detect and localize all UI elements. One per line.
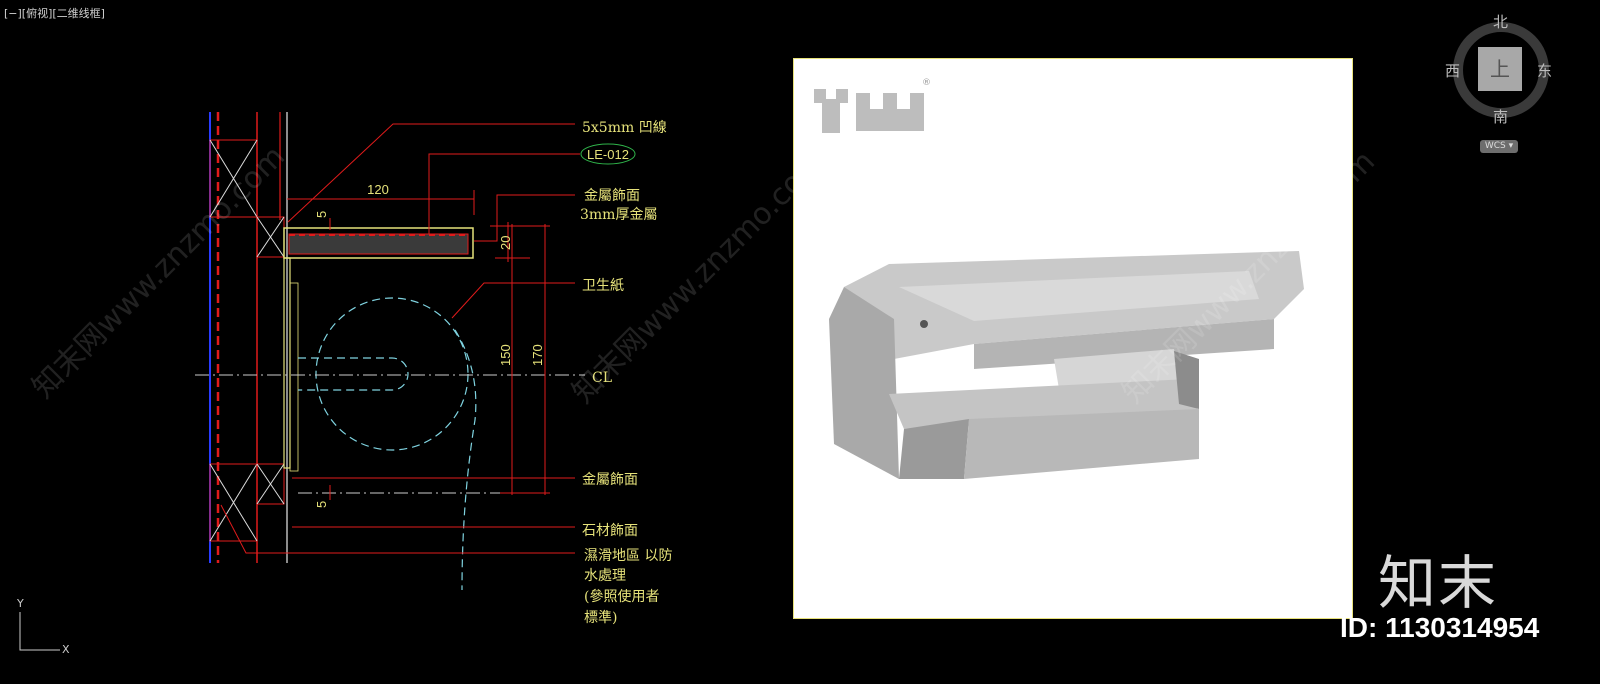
dim-height-1: 150	[498, 344, 513, 366]
svg-text:®: ®	[922, 78, 931, 88]
shelf-section	[283, 227, 474, 259]
shelf-core	[288, 233, 469, 255]
wcs-dropdown[interactable]: WCS ▾	[1480, 140, 1518, 153]
dim-groove-bottom: 5	[314, 501, 329, 508]
compass-south[interactable]: 南	[1493, 108, 1509, 126]
holder-back-plate	[829, 287, 899, 479]
label-centerline: CL	[592, 370, 612, 386]
viewport-controls-label[interactable]: [−][俯视][二维线框]	[4, 7, 105, 20]
compass-ring[interactable]	[1453, 22, 1549, 118]
product-photo: ®	[793, 58, 1353, 619]
wcs-label: WCS	[1484, 141, 1506, 151]
dim-height-2: 170	[530, 344, 545, 366]
paper-sheet	[454, 329, 477, 591]
label-tag: LE-012	[587, 147, 629, 162]
dimension-lines	[287, 190, 550, 500]
label-waterproof: 水處理	[584, 568, 626, 584]
viewcube-top-face[interactable]: 上	[1478, 47, 1522, 91]
label-waterproof: 標準)	[584, 610, 617, 626]
tag-ellipse	[580, 143, 636, 165]
label-waterproof: 濕滑地區 以防	[584, 547, 672, 564]
mount-plate	[289, 282, 299, 472]
watermark-id: ID: 1130314954	[1340, 612, 1540, 643]
toilet-paper-roll	[315, 297, 469, 451]
label-stone-finish: 石材飾面	[582, 523, 638, 539]
roll-spindle	[298, 357, 409, 391]
label-groove: 5x5mm 凹線	[582, 120, 667, 136]
dim-groove-top: 5	[314, 211, 329, 218]
dim-width: 120	[367, 182, 389, 197]
label-metal-finish: 金屬飾面	[584, 188, 640, 204]
watermark-brand: 知末	[1378, 549, 1499, 617]
dim-shelf-thickness: 20	[498, 236, 513, 250]
compass-east[interactable]: 东	[1537, 62, 1553, 80]
brand-logo: ®	[814, 78, 931, 133]
compass-north[interactable]: 北	[1493, 13, 1509, 31]
label-metal-finish-2: 金屬飾面	[582, 472, 638, 488]
ucs-icon	[19, 612, 60, 651]
ucs-x-label: X	[62, 643, 70, 656]
blocking-bottom	[209, 463, 285, 542]
toilet-paper-holder-image: ®	[814, 78, 1304, 479]
screw-hole	[920, 320, 928, 328]
viewcube[interactable]: 上 北 南 西 东	[1440, 0, 1600, 160]
leader-lines	[220, 123, 580, 554]
compass-west[interactable]: 西	[1445, 62, 1461, 80]
chevron-down-icon: ▾	[1508, 141, 1514, 151]
ucs-y-label: Y	[16, 597, 24, 610]
label-toilet-paper: 卫生紙	[582, 278, 624, 294]
label-waterproof: (參照使用者	[584, 588, 659, 605]
label-metal-thickness: 3mm厚金屬	[580, 207, 657, 223]
